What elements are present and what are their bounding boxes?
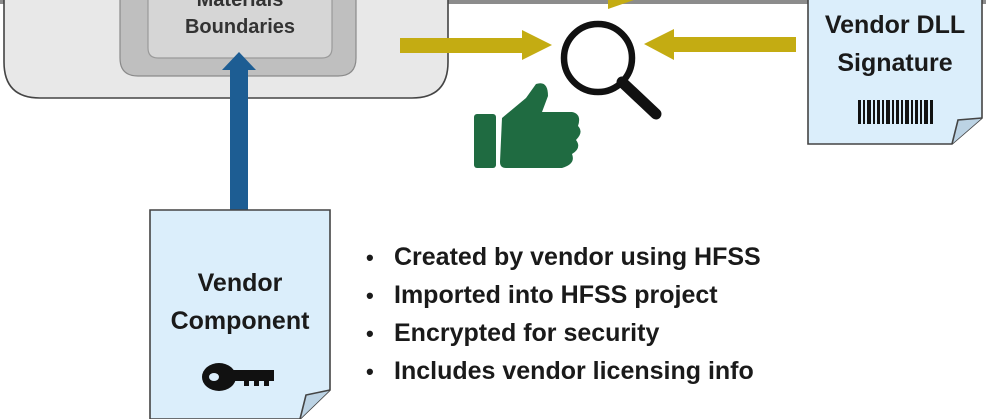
key-icon — [202, 363, 274, 391]
vendor-dll-label-line1: Vendor DLL — [824, 11, 966, 39]
vendor-dll-page-fold — [951, 117, 983, 145]
gold-arrow-right-head — [644, 29, 674, 60]
vendor-component-label-line1: Vendor — [197, 269, 283, 297]
barcode-icon — [858, 100, 933, 124]
bullet-item: Includes vendor licensing info — [366, 352, 761, 390]
bullet-item: Created by vendor using HFSS — [366, 238, 761, 276]
boundaries-label: Boundaries — [184, 16, 296, 38]
magnifier-icon — [560, 20, 662, 120]
gold-arrow-top-fragment — [608, 0, 634, 9]
materials-label-partial: Materials — [196, 0, 284, 11]
gold-arrow-left-shaft — [400, 38, 524, 53]
feature-bullet-list: Created by vendor using HFSS Imported in… — [366, 238, 761, 390]
vendor-component-label-line2: Component — [170, 307, 310, 335]
blue-arrow-shaft — [230, 66, 248, 212]
top-frame-line — [0, 0, 986, 4]
thumbs-up-icon — [474, 83, 581, 168]
blue-arrow-head — [222, 52, 256, 70]
bullet-item: Encrypted for security — [366, 314, 761, 352]
bullet-item: Imported into HFSS project — [366, 276, 761, 314]
vendor-component-page-fold — [299, 389, 331, 419]
gold-arrow-left-head — [522, 30, 552, 60]
vendor-dll-label-line2: Signature — [837, 49, 953, 77]
gold-arrow-right-shaft — [672, 37, 796, 52]
